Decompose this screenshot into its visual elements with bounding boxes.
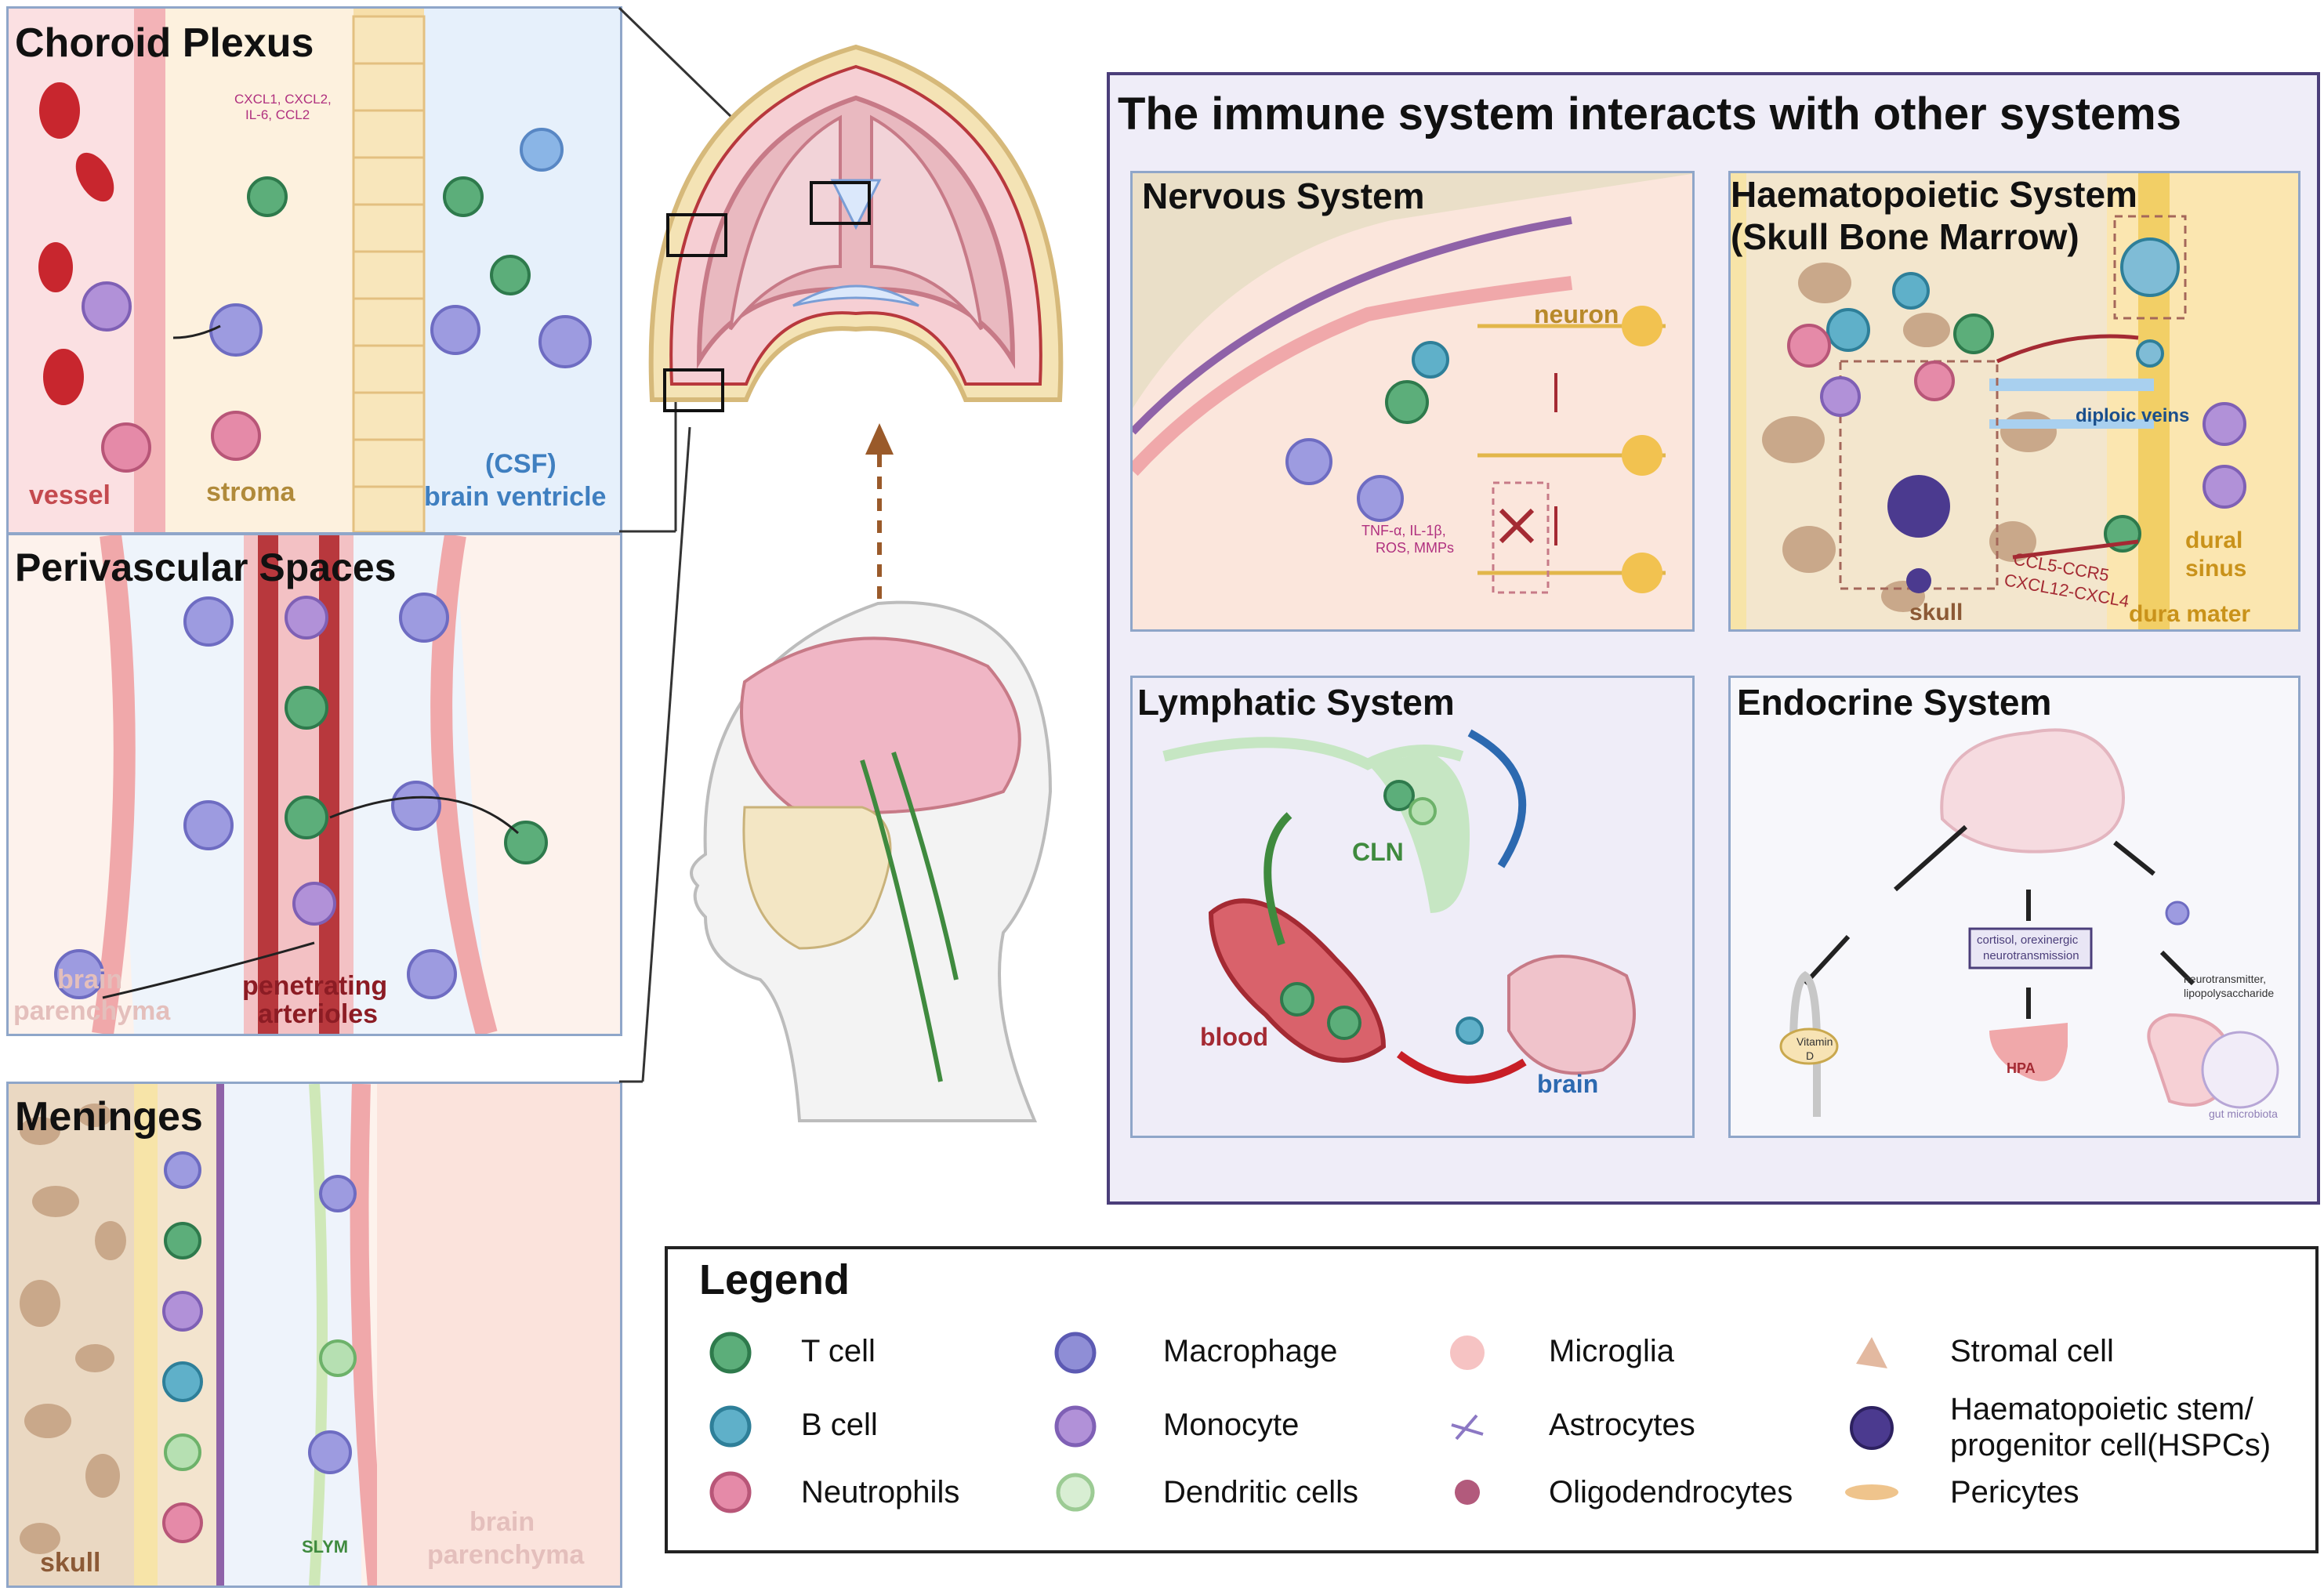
perivascular-illustration (9, 535, 620, 1034)
meninges-parenchyma-label: parenchyma (427, 1540, 585, 1570)
haematopoietic-panel: Haematopoietic System (Skull Bone Marrow… (1728, 171, 2300, 632)
csf-label: (CSF) (485, 449, 557, 479)
legend-neutrophils: Neutrophils (801, 1475, 960, 1509)
choroid-cytokine-line1: CXCL1, CXCL2, (234, 92, 332, 107)
meninges-title: Meninges (15, 1094, 203, 1140)
perivascular-title: Perivascular Spaces (15, 545, 397, 589)
legend-oligodendrocytes: Oligodendrocytes (1549, 1475, 1793, 1509)
nervous-illustration (1133, 173, 1692, 629)
neuro-line2: lipopolysaccharide (2184, 987, 2275, 999)
gut-label: gut microbiota (2209, 1107, 2278, 1120)
penetrating-label: penetrating (242, 971, 388, 1001)
legend-box (665, 1246, 2319, 1553)
brain-label: brain (57, 965, 123, 995)
vitamin-line2: D (1806, 1049, 1815, 1062)
meninges-illustration (9, 1084, 620, 1586)
endocrine-panel: Endocrine System cortisol, orexinergic n… (1728, 676, 2300, 1138)
legend-icons (709, 1332, 1898, 1513)
neuro-line1: neurotransmitter, (2184, 973, 2267, 985)
legend-b-cell: B cell (801, 1408, 878, 1442)
dural-label: dural (2185, 527, 2243, 553)
brain-cross-section (648, 44, 1064, 412)
legend-monocyte: Monocyte (1163, 1408, 1300, 1442)
meninges-panel: Meninges skull SLYM brain parenchyma (6, 1082, 622, 1588)
legend-hspc-line1: Haematopoietic stem/ (1950, 1392, 2253, 1426)
legend-dendritic: Dendritic cells (1163, 1475, 1358, 1509)
legend-microglia: Microglia (1549, 1334, 1675, 1368)
legend-astrocytes: Astrocytes (1549, 1408, 1695, 1442)
parenchyma-label: parenchyma (13, 996, 171, 1026)
choroid-cytokine-line2: IL-6, CCL2 (245, 107, 310, 122)
diploic-veins-label: diploic veins (2076, 405, 2190, 426)
head-silhouette (690, 600, 1053, 1122)
nervous-system-panel: Nervous System neuron TNF-α, IL-1β, ROS,… (1130, 171, 1695, 632)
legend-pericytes: Pericytes (1950, 1475, 2079, 1509)
cortisol-line1: cortisol, orexinergic (1977, 933, 2079, 947)
perivascular-panel: Perivascular Spaces brain parenchyma pen… (6, 533, 622, 1036)
dura-mater-label: dura mater (2129, 601, 2251, 627)
choroid-plexus-illustration (9, 9, 620, 532)
hpa-label: HPA (2007, 1060, 2036, 1076)
cortisol-line2: neurotransmission (1983, 949, 2079, 962)
choroid-plexus-panel: Choroid Plexus CXCL1, CXCL2, IL-6, CCL2 … (6, 6, 622, 535)
vessel-label: vessel (29, 480, 111, 510)
vitamin-line1: Vitamin (1796, 1035, 1833, 1048)
blood-label: blood (1200, 1023, 1269, 1051)
nervous-cytokine-line2: ROS, MMPs (1376, 540, 1455, 556)
haematopoietic-illustration (1731, 173, 2298, 629)
neuron-label: neuron (1534, 300, 1619, 328)
legend-title: Legend (699, 1256, 850, 1303)
skull-label: skull (40, 1548, 101, 1578)
nervous-cytokine-line1: TNF-α, IL-1β, (1361, 523, 1446, 538)
lymphatic-panel: Lymphatic System CLN blood brain (1130, 676, 1695, 1138)
endocrine-title: Endocrine System (1737, 682, 2052, 723)
legend-macrophage: Macrophage (1163, 1334, 1338, 1368)
slym-label: SLYM (302, 1537, 349, 1557)
lymphatic-title: Lymphatic System (1137, 682, 1455, 723)
lymphatic-brain-label: brain (1537, 1070, 1599, 1098)
arterioles-label: arterioles (258, 999, 379, 1029)
stroma-label: stroma (206, 477, 295, 507)
main-title: The immune system interacts with other s… (1118, 89, 2181, 140)
legend-stromal: Stromal cell (1950, 1334, 2114, 1368)
meninges-brain-label: brain (470, 1507, 535, 1537)
bone-marrow-skull-label: skull (1909, 600, 1963, 625)
haematopoietic-title-line2: (Skull Bone Marrow) (1731, 216, 2079, 257)
legend-t-cell: T cell (801, 1334, 876, 1368)
lymphatic-illustration (1162, 729, 1636, 1084)
nervous-title: Nervous System (1142, 176, 1425, 216)
brain-ventricle-label: brain ventricle (424, 482, 607, 512)
haematopoietic-title-line1: Haematopoietic System (1731, 174, 2137, 215)
sinus-label: sinus (2185, 556, 2247, 582)
endocrine-illustration (1779, 728, 2279, 1117)
cln-label: CLN (1352, 838, 1404, 866)
legend-hspc-line2: progenitor cell(HSPCs) (1950, 1428, 2271, 1462)
choroid-plexus-title: Choroid Plexus (15, 20, 314, 66)
